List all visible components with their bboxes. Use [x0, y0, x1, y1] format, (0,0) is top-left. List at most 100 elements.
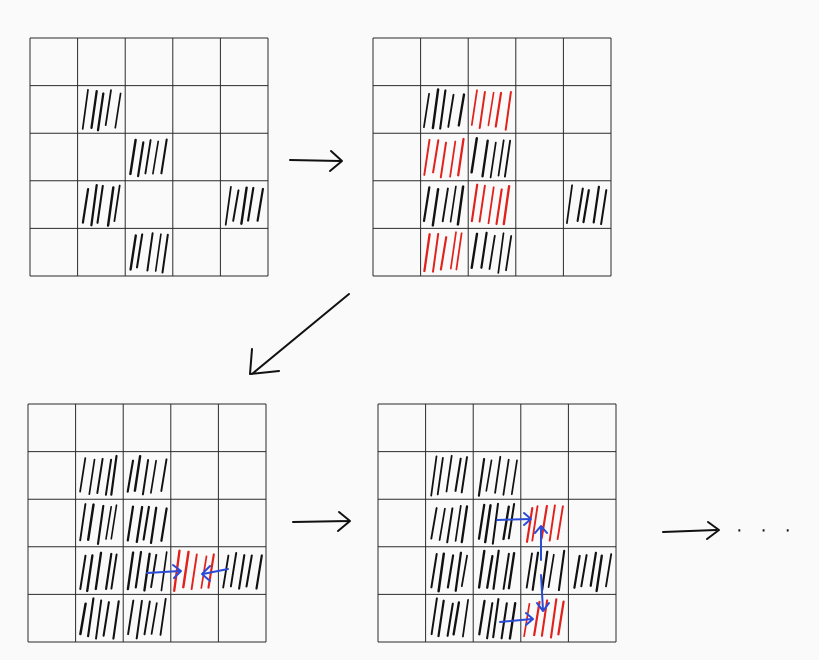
hatch-stroke [439, 236, 448, 271]
hatch-stroke [229, 552, 238, 588]
filled-cell-black [224, 186, 264, 226]
hatch-stroke [487, 186, 495, 225]
grid-panel-step-2 [372, 37, 612, 277]
hatch-stroke [481, 139, 489, 178]
hatch-stroke [478, 599, 486, 636]
hatch-stroke [449, 231, 457, 270]
hatch-stroke [495, 188, 503, 226]
hatch-stroke [161, 233, 169, 274]
hatch-stroke [256, 187, 264, 222]
hatch-stroke [431, 187, 440, 227]
hatch-stroke [81, 187, 90, 224]
hatch-stroke [135, 599, 143, 640]
filled-cell-black [422, 185, 465, 227]
hatch-stroke [79, 554, 87, 591]
hatch-stroke [510, 459, 518, 496]
hatch-stroke [446, 554, 455, 589]
hatch-stroke [160, 138, 168, 175]
hatch-stroke [470, 232, 479, 269]
hatch-stroke [422, 186, 431, 223]
hatch-stroke [439, 141, 447, 179]
hatch-stroke [592, 185, 601, 224]
hatch-stroke [423, 233, 431, 273]
hatch-stroke [454, 551, 463, 592]
filled-cell-black [430, 551, 468, 593]
arrow-up-into-upper-red-cell [534, 525, 548, 561]
filled-cell-black [126, 550, 168, 592]
hatch-stroke [160, 458, 168, 492]
hatch-stroke [88, 458, 96, 496]
hatch-stroke [232, 189, 240, 222]
filled-cell-black [129, 138, 168, 178]
filled-cell-black [79, 454, 118, 496]
filled-cell-black [81, 88, 122, 132]
grid-panel-step-3 [27, 403, 267, 643]
hatch-stroke [240, 186, 248, 225]
hatch-stroke [457, 137, 465, 177]
hatch-stroke [462, 599, 469, 638]
filled-cell-black [126, 505, 168, 545]
filled-cell-black [470, 231, 513, 274]
hatch-stroke [483, 504, 492, 544]
arrow-down-into-lower-red-cell [536, 574, 550, 612]
hatch-stroke [86, 503, 95, 541]
hatch-stroke [460, 554, 468, 588]
hatch-stroke [470, 89, 478, 126]
hatch-stroke [492, 549, 500, 590]
hatch-stroke [531, 551, 540, 591]
hatch-stroke [548, 504, 556, 542]
hatch-stroke [112, 600, 120, 640]
hatch-stroke [126, 459, 135, 493]
hatch-stroke [431, 88, 440, 130]
hatch-stroke [154, 233, 162, 272]
hatch-stroke [104, 458, 113, 496]
filled-cell-black [222, 552, 263, 590]
hatch-stroke [87, 597, 95, 638]
hatch-stroke [96, 184, 104, 224]
hatch-stroke [159, 597, 167, 636]
filled-cell-black [81, 183, 121, 227]
filled-cell-black [127, 597, 167, 640]
hatch-stroke [190, 553, 198, 591]
filled-cell-red [423, 231, 463, 273]
hatch-stroke [423, 138, 431, 176]
hatch-stroke [502, 505, 510, 541]
filled-cell-black [525, 549, 566, 592]
grid-panel-step-4 [377, 403, 617, 643]
filled-cell-red [470, 183, 511, 226]
hatch-stroke [576, 187, 584, 223]
hatch-stroke [86, 554, 94, 593]
hatch-stroke [432, 232, 440, 273]
hatch-stroke [436, 456, 444, 496]
hatch-stroke [456, 185, 465, 226]
hatch-stroke [525, 552, 533, 589]
hatch-stroke [540, 550, 549, 592]
hatch-stroke [90, 90, 98, 129]
filled-cell-black [470, 137, 512, 179]
hatch-stroke [105, 505, 113, 540]
arrow-step4-to-next [662, 521, 720, 540]
hatch-stroke [182, 550, 190, 589]
grid-lines [27, 403, 267, 643]
filled-cell-black [477, 455, 518, 497]
hatch-stroke [129, 234, 137, 271]
filled-cell-black [430, 597, 469, 638]
hatch-stroke [105, 552, 113, 590]
hatch-stroke [478, 184, 486, 223]
neighbor-check-arrows-step-4 [496, 512, 550, 626]
hatch-stroke [90, 183, 98, 227]
hatch-stroke [152, 140, 160, 175]
hatch-stroke [540, 504, 548, 540]
hatch-stroke [494, 455, 502, 494]
hatch-stroke [423, 92, 430, 129]
hatch-stroke [110, 553, 118, 590]
hatch-stroke [142, 505, 150, 541]
hatch-stroke [146, 232, 154, 272]
hatch-stroke [127, 599, 135, 636]
hatch-stroke [135, 505, 144, 544]
hatch-stroke [238, 554, 246, 590]
hatch-stroke [446, 602, 454, 637]
hatch-stroke [507, 552, 516, 590]
hatch-stroke [533, 600, 541, 637]
